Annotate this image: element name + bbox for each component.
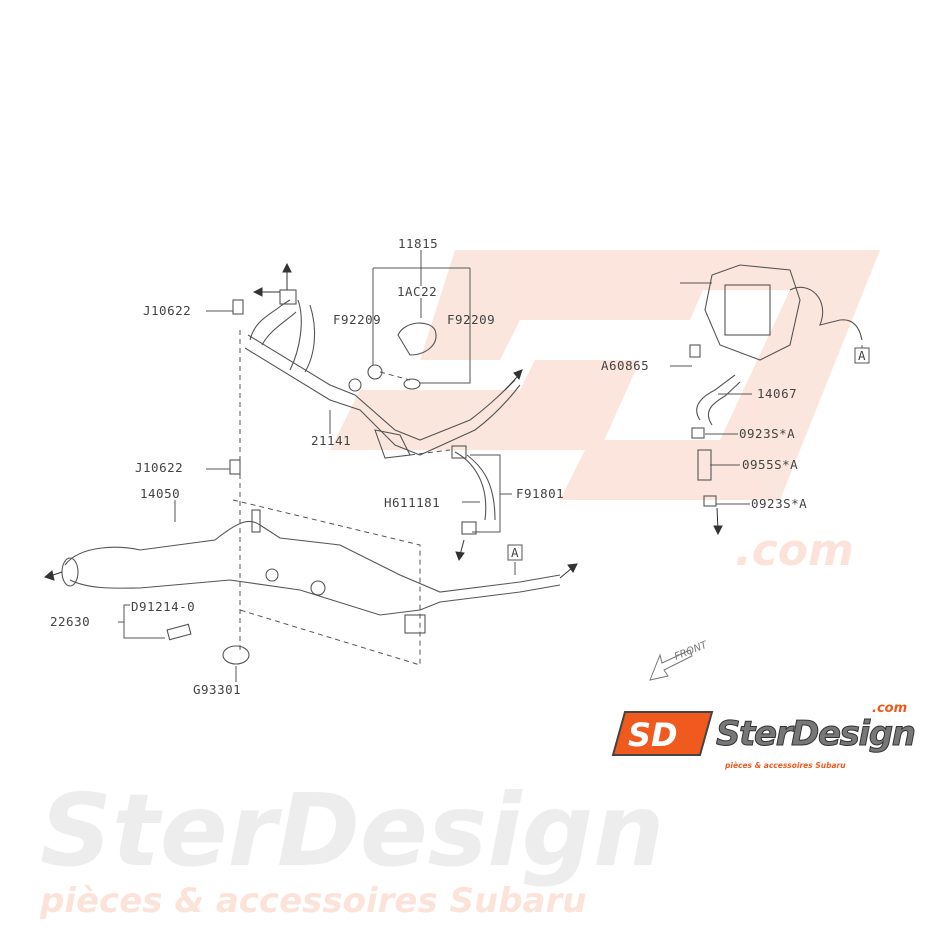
callout-14067: 14067 [757,386,797,401]
callout-f91801: F91801 [516,486,564,501]
upper-coolant-pipe [244,289,521,459]
callout-11815: 11815 [398,236,438,251]
logo-mark-text: SD [628,716,678,754]
intake-manifold-pipe [61,509,561,634]
arrow-right-icon [567,563,578,573]
arrow-down-icon [713,525,723,536]
arrow-left-icon [44,570,55,581]
callout-labels: 11815 1AC22 F92209 F92209 J10622 21141 J… [50,236,870,697]
callout-14050: 14050 [140,486,180,501]
callout-0923-bottom: 0923S*A [751,496,807,511]
stefdesign-logo: SD SterDesign .com pièces & accessoires … [611,701,917,770]
front-indicator: FRONT [649,639,710,681]
watermark-s-shape [330,250,720,450]
throttle-body [704,264,863,361]
watermark-brand: SterDesign [40,772,664,889]
bypass-hose [451,445,496,535]
alignment-lines [232,330,451,666]
arrow-upright-icon [513,369,523,381]
callout-21141: 21141 [311,433,351,448]
callout-h611181: H611181 [384,495,440,510]
ref-a-right-box [854,347,870,364]
callout-f92209-left: F92209 [333,312,381,327]
logo-name: SterDesign [716,714,916,754]
callout-g93301: G93301 [193,682,241,697]
callout-a60865: A60865 [601,358,649,373]
callout-ref-a-right: A [858,348,866,363]
callout-f92209-right: F92209 [447,312,495,327]
callout-22630: 22630 [50,614,90,629]
callout-0923-top: 0923S*A [739,426,795,441]
logo-mark [611,711,714,756]
arrow-down-icon [455,551,465,562]
callout-j10622-top: J10622 [143,303,191,318]
logo-tagline: pièces & accessoires Subaru [724,761,846,770]
watermark-tagline: pièces & accessoires Subaru [39,881,586,921]
front-arrow-icon [649,649,693,681]
callout-0955: 0955S*A [742,457,798,472]
watermark-d-shape [560,250,880,500]
watermark-domain: .com [735,525,854,576]
callout-1ac22: 1AC22 [397,284,437,299]
callout-ref-a-left: A [511,545,519,560]
callout-d91214: D91214-0 [131,599,195,614]
leader-lines [118,250,863,682]
callout-j10622-mid: J10622 [135,460,183,475]
logo-domain: .com [872,701,907,716]
watermark: SterDesign .com pièces & accessoires Sub… [39,250,880,921]
ref-a-left-box [507,544,523,561]
front-label: FRONT [673,639,710,662]
small-hose-1ac22 [367,322,437,390]
flow-arrows [44,262,723,581]
